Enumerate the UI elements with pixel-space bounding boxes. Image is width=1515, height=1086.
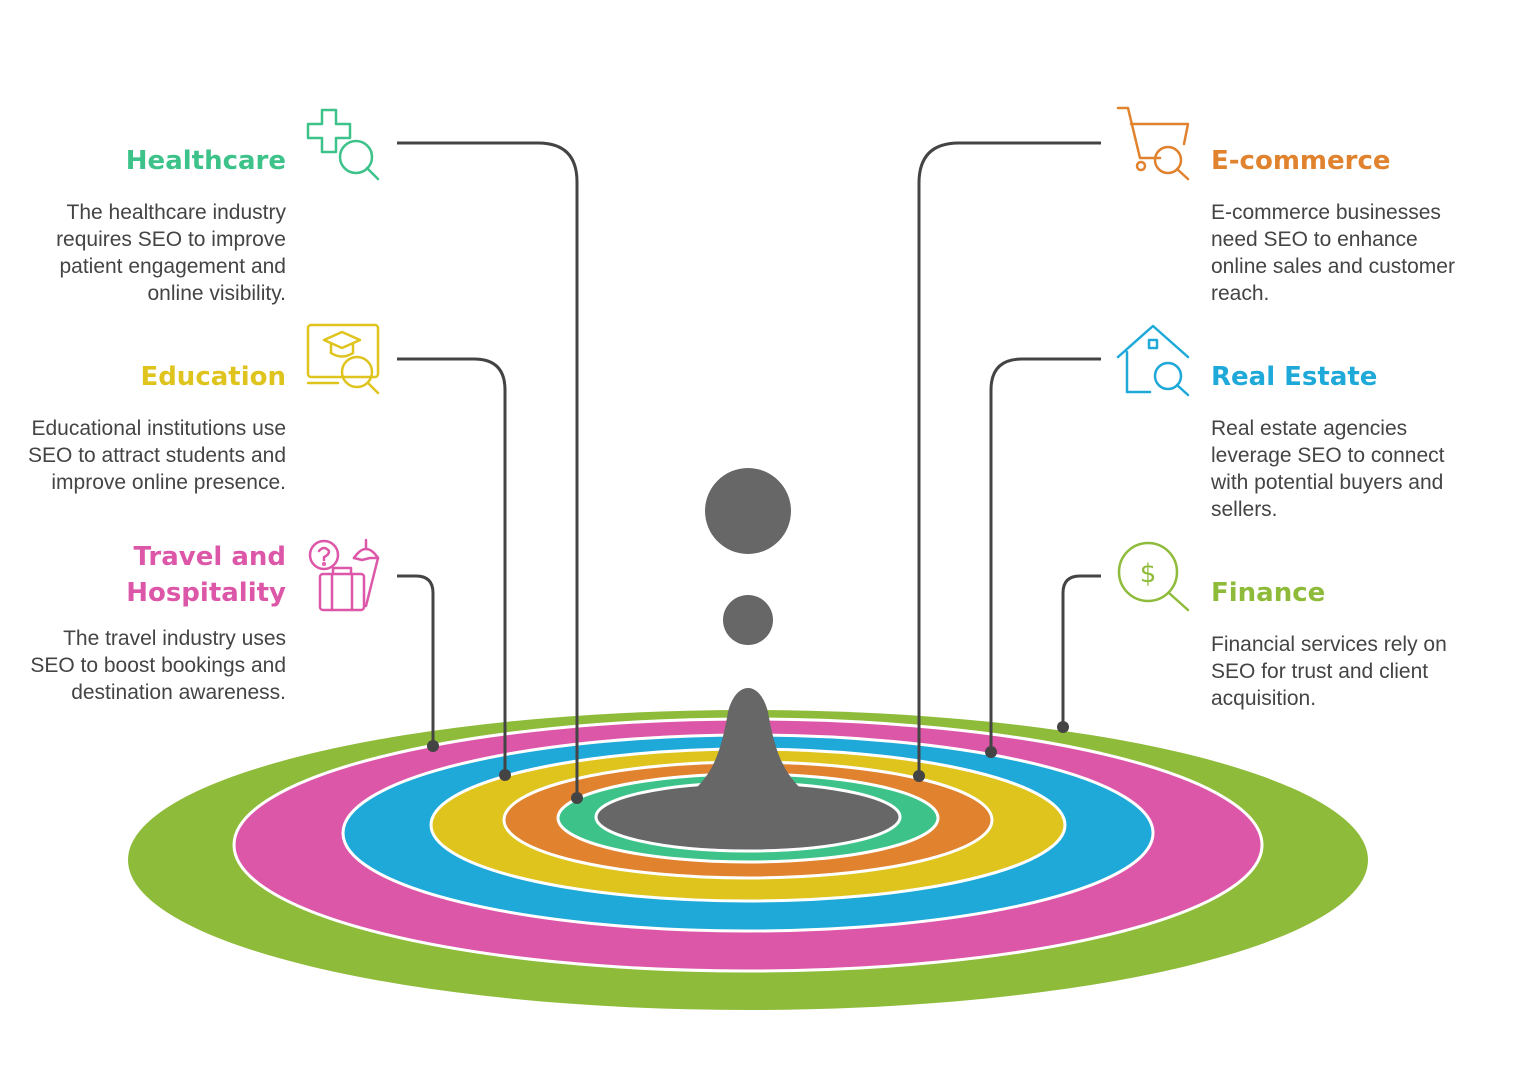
- education-title: Education: [140, 362, 286, 392]
- connector-dot-realestate: [985, 746, 997, 758]
- connector-travel: [397, 574, 435, 746]
- ecommerce-description: E-commerce businesses need SEO to enhanc…: [1211, 201, 1455, 305]
- splash-peak: [655, 688, 841, 821]
- svg-text:$: $: [1140, 559, 1157, 589]
- connector-realestate: [989, 357, 1101, 752]
- connector-dot-travel: [427, 740, 439, 752]
- realestate-title: Real Estate: [1211, 362, 1378, 392]
- ecommerce-block: E-commerce E-commerce businesses need SE…: [1211, 143, 1471, 307]
- drop-small: [723, 595, 773, 645]
- travel-description: The travel industry uses SEO to boost bo…: [30, 627, 286, 704]
- connector-ecommerce: [917, 141, 1101, 776]
- connector-dot-education: [499, 769, 511, 781]
- education-description: Educational institutions use SEO to attr…: [28, 417, 286, 494]
- realestate-block: Real Estate Real estate agencies leverag…: [1211, 359, 1471, 523]
- connector-dot-finance: [1057, 721, 1069, 733]
- cart-search-icon: [1116, 106, 1190, 181]
- connector-healthcare: [397, 141, 579, 798]
- realestate-description: Real estate agencies leverage SEO to con…: [1211, 417, 1445, 521]
- medical-search-icon: [306, 108, 380, 181]
- finance-block: Finance Financial services rely on SEO f…: [1211, 575, 1471, 712]
- education-block: Education Educational institutions use S…: [26, 359, 286, 496]
- luggage-umbrella-icon: [308, 538, 380, 612]
- ecommerce-title: E-commerce: [1211, 146, 1391, 176]
- dollar-search-icon: $: [1117, 541, 1190, 612]
- connector-finance: [1061, 574, 1101, 727]
- connector-education: [397, 357, 507, 775]
- house-search-icon: [1116, 324, 1190, 397]
- drop-large: [705, 468, 791, 554]
- finance-title: Finance: [1211, 578, 1326, 608]
- connector-dot-ecommerce: [913, 770, 925, 782]
- travel-block: Travel and Hospitality The travel indust…: [26, 539, 286, 706]
- healthcare-block: Healthcare The healthcare industry requi…: [26, 143, 286, 307]
- connector-dot-healthcare: [571, 792, 583, 804]
- healthcare-description: The healthcare industry requires SEO to …: [56, 201, 286, 305]
- finance-description: Financial services rely on SEO for trust…: [1211, 633, 1447, 710]
- travel-title: Travel and Hospitality: [126, 542, 286, 608]
- healthcare-title: Healthcare: [125, 146, 286, 176]
- graduation-search-icon: [306, 323, 380, 395]
